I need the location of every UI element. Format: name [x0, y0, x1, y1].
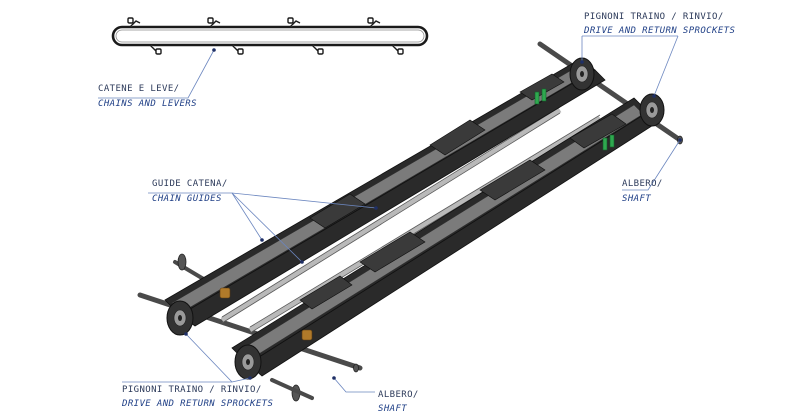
label-shaft-right-en: SHAFT	[622, 194, 651, 204]
label-shaft-bottom-it: ALBERO/	[378, 390, 419, 400]
label-chains-it: CATENE E LEVE/	[98, 84, 179, 94]
label-sprockets-top-en: DRIVE AND RETURN SPROCKETS	[583, 26, 735, 36]
label-shaft-right-it: ALBERO/	[622, 179, 663, 189]
shaft-flange	[177, 253, 187, 271]
cross-rails	[220, 106, 602, 334]
conveyor-assembly	[137, 41, 683, 402]
label-sprockets-bottom-en: DRIVE AND RETURN SPROCKETS	[121, 399, 273, 409]
chain-loop-icon	[111, 17, 429, 55]
sprocket-icon	[569, 57, 595, 91]
sprocket-icon	[166, 300, 194, 336]
label-sprockets-bottom-it: PIGNONI TRAINO / RINVIO/	[122, 385, 262, 395]
chain-guide-front	[231, 97, 659, 377]
sprocket-icon	[639, 93, 665, 127]
label-chains-en: CHAINS AND LEVERS	[98, 99, 197, 109]
shaft-flange	[353, 363, 359, 373]
label-guides-it: GUIDE CATENA/	[152, 179, 228, 189]
leader-lines	[98, 35, 682, 393]
label-shaft-bottom-en: SHAFT	[378, 404, 407, 414]
labels: CATENE E LEVE/ CHAINS AND LEVERS GUIDE C…	[98, 12, 735, 414]
bronze-hub	[219, 287, 313, 341]
sprocket-icon	[234, 344, 262, 380]
label-guides-en: CHAIN GUIDES	[152, 194, 222, 204]
label-sprockets-top-it: PIGNONI TRAINO / RINVIO/	[584, 12, 724, 22]
green-tensioner	[534, 88, 615, 151]
